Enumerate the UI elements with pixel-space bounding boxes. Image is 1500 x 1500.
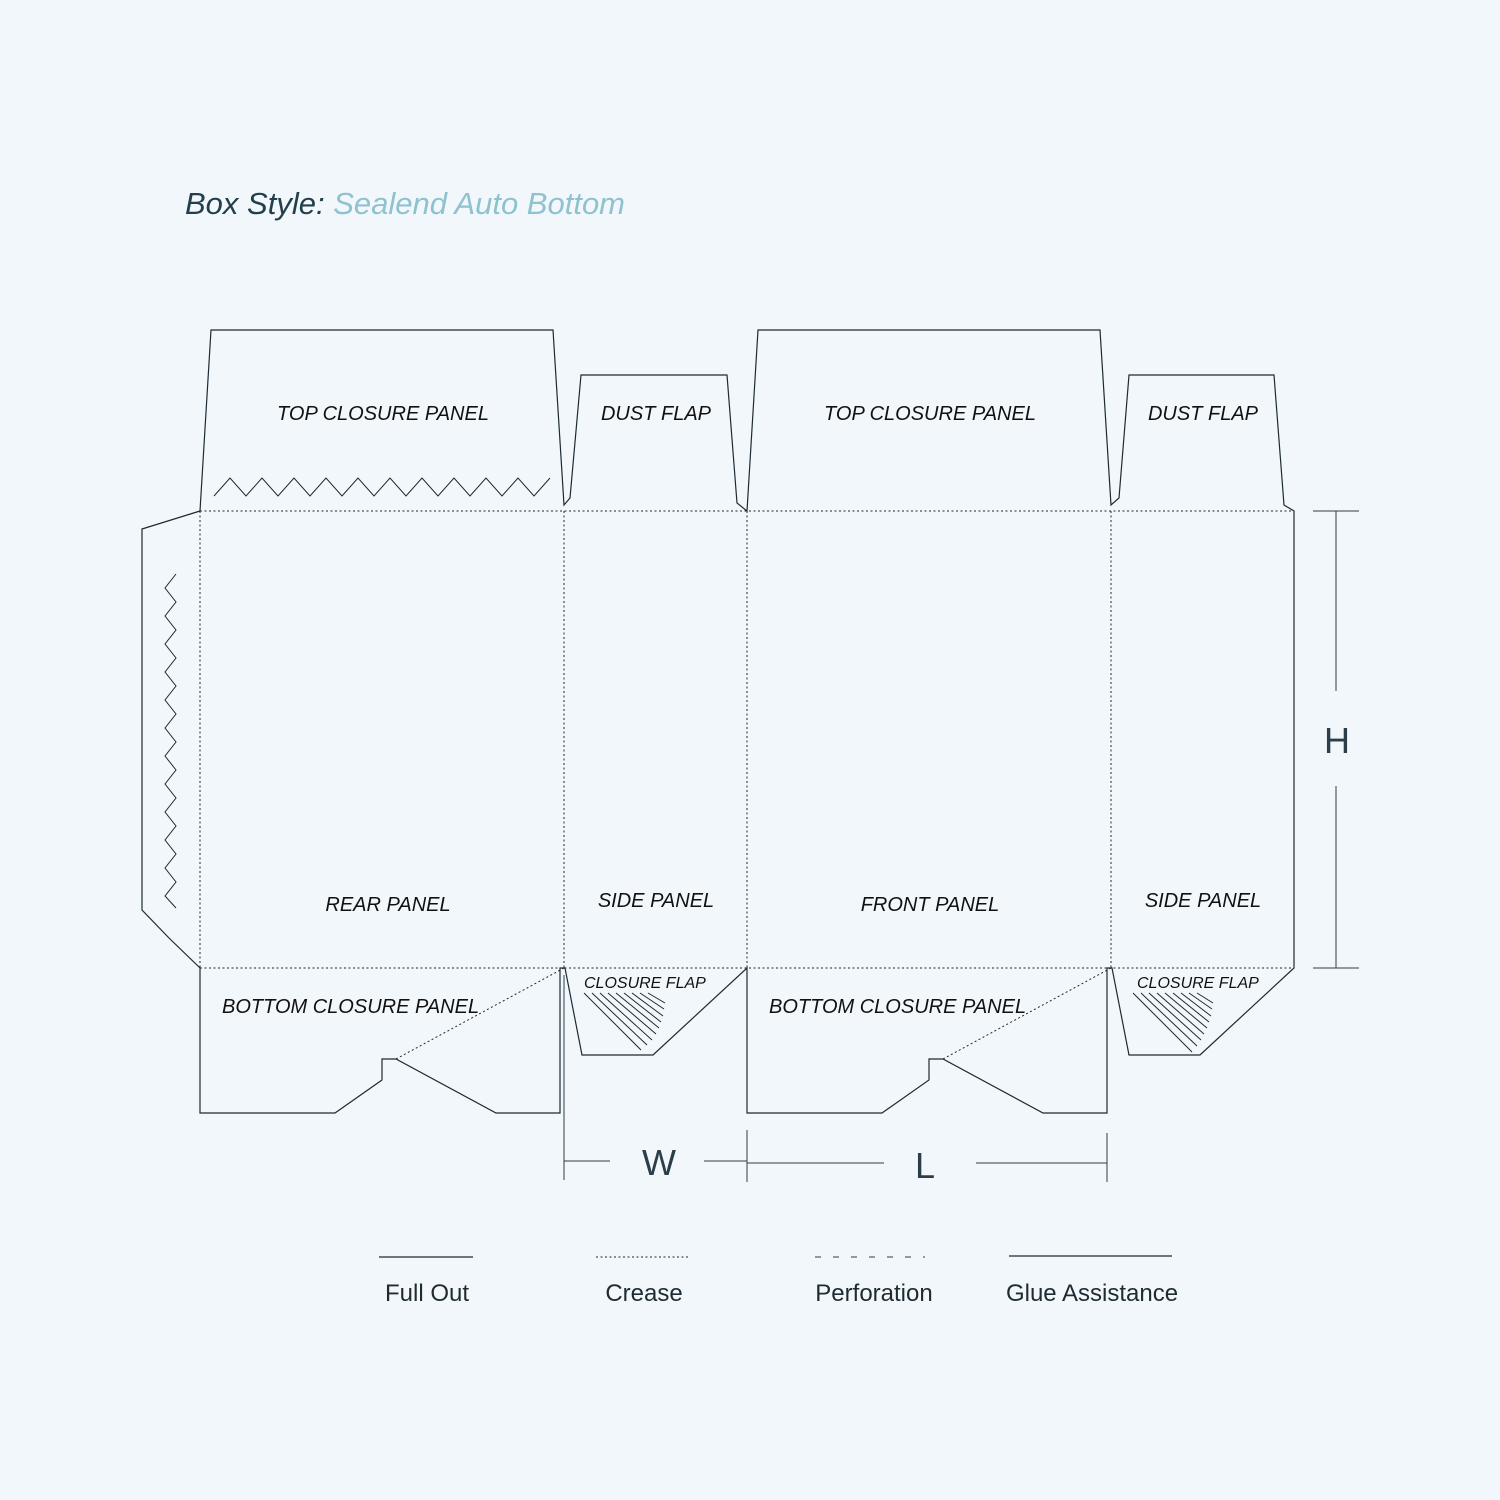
box-style-label: Box Style: xyxy=(185,186,325,221)
label-top-closure-panel-1: TOP CLOSURE PANEL xyxy=(277,403,489,425)
dimension-l: L xyxy=(747,1133,1108,1186)
dimension-w-label: W xyxy=(642,1142,676,1183)
legend-crease: Crease xyxy=(596,1256,690,1307)
legend-glue-assistance: Glue Assistance xyxy=(1006,1255,1178,1307)
crease-lines xyxy=(199,510,1294,1060)
dimension-h-label: H xyxy=(1324,720,1350,761)
bottom-diagonal-crease-1 xyxy=(395,967,565,1060)
legend-perforation: Perforation xyxy=(815,1256,933,1307)
glue-assistance-marks xyxy=(164,477,551,909)
label-bottom-closure-panel-1: BOTTOM CLOSURE PANEL xyxy=(222,996,479,1018)
legend-full-out: Full Out xyxy=(379,1256,473,1307)
label-front-panel: FRONT PANEL xyxy=(861,894,1000,916)
label-rear-panel: REAR PANEL xyxy=(325,894,450,916)
bottom-diagonal-crease-2 xyxy=(942,967,1112,1060)
glue-zigzag-side xyxy=(164,573,177,909)
hatching-flap-2 xyxy=(1132,992,1214,1053)
line-legend: Full Out Crease Perforation Glue Assista… xyxy=(379,1255,1178,1307)
hatching-flap-1 xyxy=(583,992,666,1051)
glue-zigzag-top xyxy=(213,477,551,497)
label-bottom-closure-panel-2: BOTTOM CLOSURE PANEL xyxy=(769,996,1026,1018)
dimension-h: H xyxy=(1313,510,1359,969)
legend-crease-label: Crease xyxy=(605,1280,682,1307)
label-dust-flap-2: DUST FLAP xyxy=(1148,403,1259,425)
label-top-closure-panel-2: TOP CLOSURE PANEL xyxy=(824,403,1036,425)
closure-flap-hatching xyxy=(583,992,1214,1053)
label-side-panel-2: SIDE PANEL xyxy=(1145,890,1261,912)
label-dust-flap-1: DUST FLAP xyxy=(601,403,712,425)
legend-glue-assistance-label: Glue Assistance xyxy=(1006,1280,1178,1307)
label-side-panel-1: SIDE PANEL xyxy=(598,890,714,912)
dieline-cut-outline xyxy=(141,329,1295,1114)
legend-perforation-label: Perforation xyxy=(815,1280,932,1307)
dimension-w: W xyxy=(563,975,748,1183)
label-closure-flap-2: CLOSURE FLAP xyxy=(1137,975,1259,992)
label-closure-flap-1: CLOSURE FLAP xyxy=(584,975,706,992)
legend-full-out-label: Full Out xyxy=(385,1280,469,1307)
box-style-value: Sealend Auto Bottom xyxy=(333,186,626,221)
dimension-l-label: L xyxy=(915,1145,935,1186)
box-style-title: Box Style: Sealend Auto Bottom xyxy=(185,186,625,222)
panel-labels: TOP CLOSURE PANEL DUST FLAP TOP CLOSURE … xyxy=(222,403,1261,1018)
